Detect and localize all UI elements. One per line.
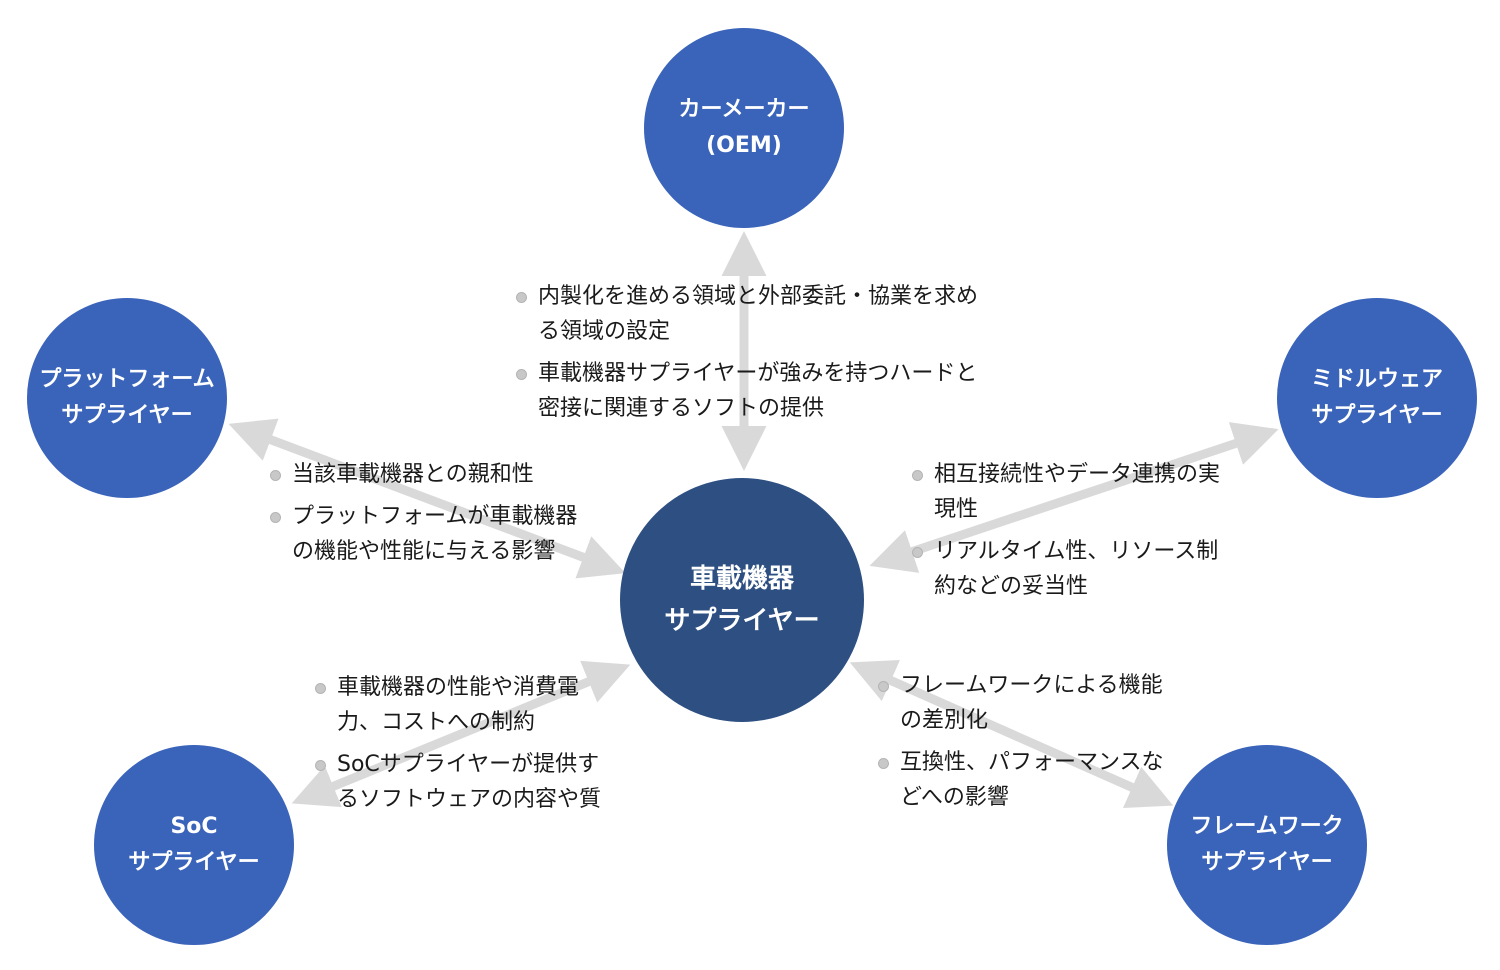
node-platform-line2: サプライヤー (61, 403, 193, 428)
bullet-framework-1: フレームワークによる機能の差別化 (878, 668, 1168, 738)
bullet-middleware-1: 相互接続性やデータ連携の実現性 (912, 457, 1222, 527)
bullets-middleware: 相互接続性やデータ連携の実現性 リアルタイム性、リソース制約などの妥当性 (912, 457, 1222, 611)
bullets-framework: フレームワークによる機能の差別化 互換性、パフォーマンスなどへの影響 (878, 668, 1168, 822)
node-oem-line1: カーメーカー (678, 97, 810, 122)
node-framework-line2: サプライヤー (1201, 850, 1333, 875)
bullet-framework-2: 互換性、パフォーマンスなどへの影響 (878, 745, 1168, 815)
node-soc-line2: サプライヤー (128, 850, 260, 875)
bullets-platform: 当該車載機器との親和性 プラットフォームが車載機器の機能や性能に与える影響 (270, 457, 580, 576)
node-framework-line1: フレームワーク (1190, 814, 1344, 839)
bullet-platform-1: 当該車載機器との親和性 (270, 457, 580, 492)
arrow-framework (849, 660, 1174, 808)
arrow-middleware (869, 422, 1279, 573)
node-oem: カーメーカー (OEM) (644, 28, 844, 228)
bullet-soc-2: SoCサプライヤーが提供するソフトウェアの内容や質 (315, 747, 605, 817)
bullet-middleware-2: リアルタイム性、リソース制約などの妥当性 (912, 534, 1222, 604)
bullets-oem: 内製化を進める領域と外部委託・協業を求める領域の設定 車載機器サプライヤーが強み… (516, 279, 978, 433)
arrow-soc (291, 660, 631, 808)
node-middleware-line1: ミドルウェア (1310, 367, 1443, 392)
node-center-line2: サプライヤー (664, 606, 820, 636)
bullet-oem-2: 車載機器サプライヤーが強みを持つハードと密接に関連するソフトの提供 (516, 356, 978, 426)
node-oem-line2: (OEM) (706, 133, 782, 158)
node-center-line1: 車載機器 (689, 564, 794, 594)
node-middleware: ミドルウェア サプライヤー (1277, 298, 1477, 498)
bullet-oem-1: 内製化を進める領域と外部委託・協業を求める領域の設定 (516, 279, 978, 349)
bullet-soc-1: 車載機器の性能や消費電力、コストへの制約 (315, 670, 605, 740)
node-soc: SoC サプライヤー (94, 745, 294, 945)
node-platform: プラットフォーム サプライヤー (27, 298, 227, 498)
bullet-platform-2: プラットフォームが車載機器の機能や性能に与える影響 (270, 499, 580, 569)
node-middleware-line2: サプライヤー (1311, 403, 1443, 428)
bullets-soc: 車載機器の性能や消費電力、コストへの制約 SoCサプライヤーが提供するソフトウェ… (315, 670, 605, 824)
node-framework: フレームワーク サプライヤー (1167, 745, 1367, 945)
arrow-platform (228, 418, 626, 579)
node-soc-line1: SoC (170, 814, 218, 839)
node-center: 車載機器 サプライヤー (620, 478, 864, 722)
node-platform-line1: プラットフォーム (39, 367, 215, 392)
